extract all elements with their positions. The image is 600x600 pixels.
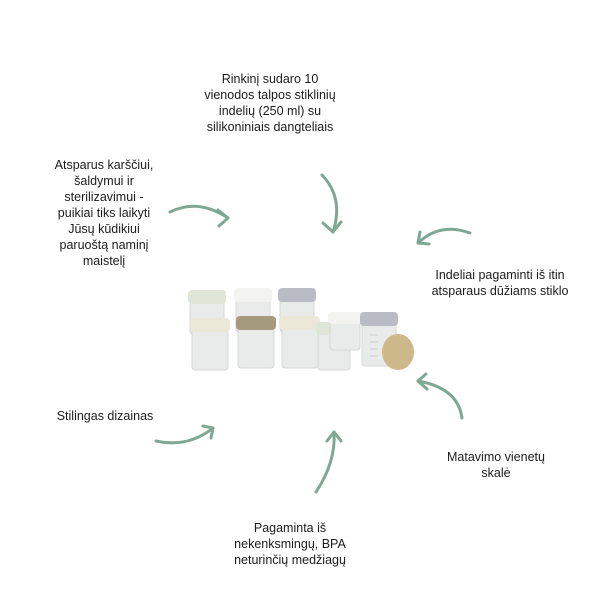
jar [328,312,362,351]
curved-arrow-icon [320,173,343,234]
feature-measurement-scale-text: Matavimo vienetų skalė [447,450,545,480]
curved-arrow-icon [416,372,464,420]
jar [190,318,230,371]
feature-bpa-free-text: Pagaminta iš nekenksmingų, BPA neturinči… [234,521,346,567]
jar [236,316,276,369]
feature-heat-resistant-text: Atsparus karščiui, šaldymui ir steriliza… [54,158,154,268]
loose-lid [382,334,414,370]
product-jars-image [188,288,414,371]
jar [280,316,320,369]
feature-stylish-design-text: Stilingas dizainas [56,409,154,423]
curved-arrow-icon [154,424,215,445]
feature-shatter-resistant-text: Indeliai pagaminti iš itin atsparaus dūž… [431,268,569,298]
curved-arrow-icon [314,430,343,494]
curved-arrow-icon [416,227,472,246]
curved-arrow-icon [168,204,230,228]
measurement-marks [370,334,378,357]
feature-glass-set-text: Rinkinį sudaro 10 vienodos talpos stikli… [204,72,336,134]
